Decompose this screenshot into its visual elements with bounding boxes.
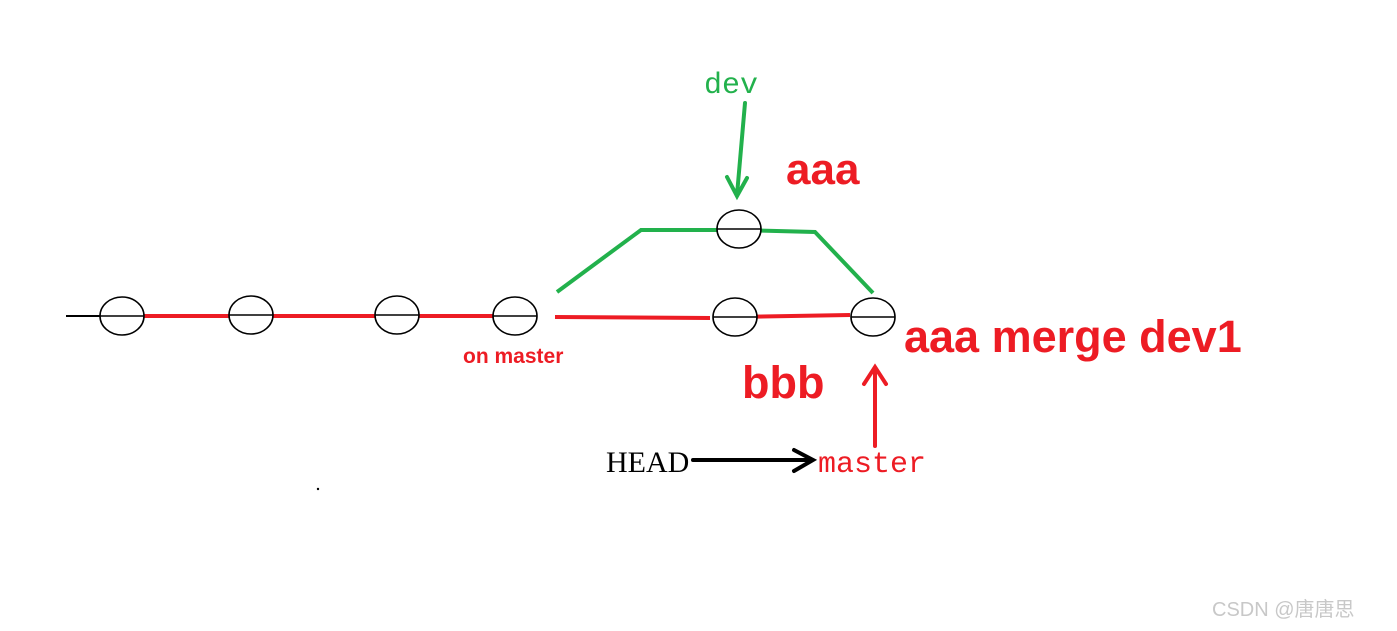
- merge-commit-label: aaa merge dev1: [904, 311, 1242, 362]
- commit-node-bbb: [712, 297, 758, 337]
- commit-node-merge: [850, 297, 896, 337]
- head-label: HEAD: [606, 446, 689, 479]
- master-branch-label: master: [818, 448, 926, 482]
- commit-node: [374, 295, 420, 335]
- commit-nodes: [99, 209, 896, 337]
- commit-node: [228, 295, 274, 335]
- dev-commit-label: aaa: [786, 145, 860, 194]
- dev-pointer-arrow: [725, 101, 749, 201]
- commit-node-dev-aaa: [716, 209, 762, 249]
- commit-node: [99, 296, 145, 336]
- dev-branch-line: [555, 228, 875, 295]
- head-pointer-arrow: [691, 448, 818, 473]
- stray-dot: [316, 487, 320, 491]
- on-master-label: on master: [463, 345, 563, 368]
- watermark: CSDN @唐唐思: [1212, 598, 1355, 621]
- commit-node-on-master: [492, 296, 538, 336]
- master-pointer-arrow: [862, 363, 888, 448]
- dev-branch-label: dev: [704, 69, 758, 103]
- master-commit-label: bbb: [742, 357, 824, 408]
